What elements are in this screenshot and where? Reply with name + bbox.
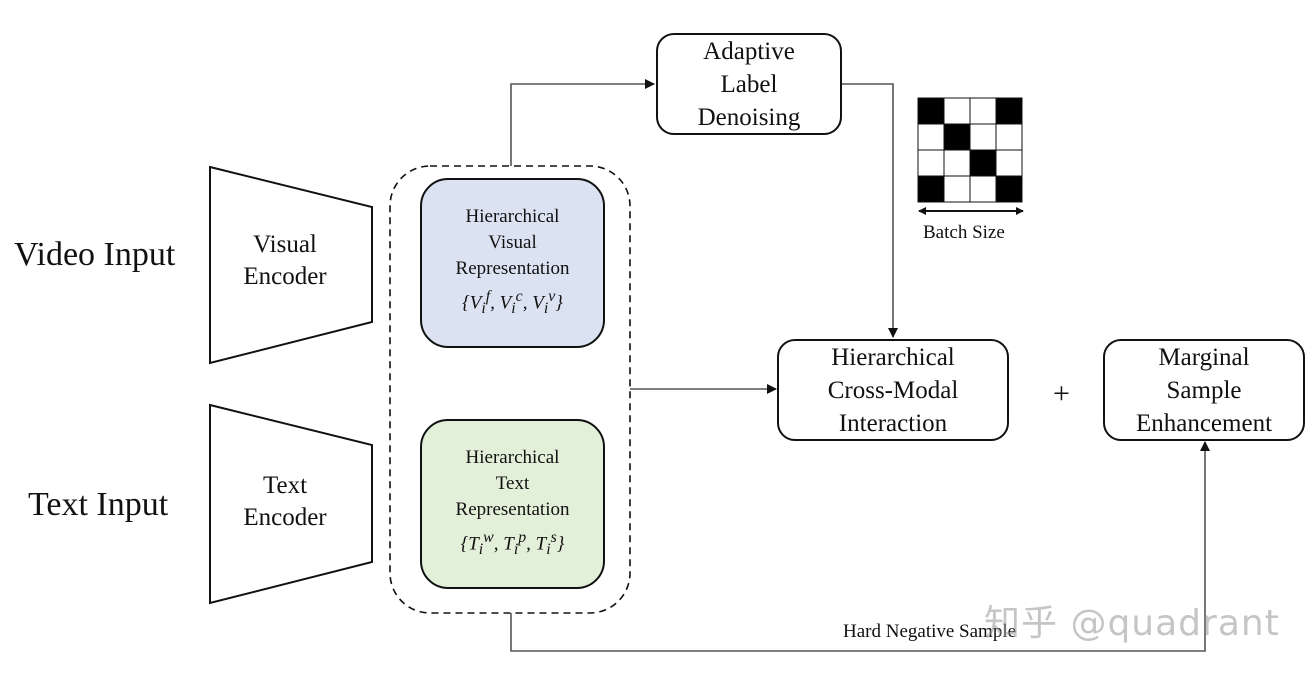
batch-size-label: Batch Size [923, 222, 1005, 243]
visual-encoder-shape [209, 165, 373, 365]
text-encoder-line-2: Encoder [243, 504, 327, 531]
batch-matrix [917, 97, 1023, 203]
visual-encoder-line-1: Visual [253, 231, 317, 258]
visual-encoder-line-2: Encoder [243, 263, 327, 290]
denoising-line-3: Denoising [697, 103, 801, 131]
plus-sign: + [1053, 377, 1070, 410]
matrix-cell [943, 175, 971, 203]
video-input-label: Video Input [14, 236, 176, 273]
enhancement-line-1: Marginal [1158, 343, 1250, 371]
matrix-cell [969, 175, 997, 203]
matrix-cell [969, 123, 997, 151]
matrix-cell [995, 97, 1023, 125]
text-rep-line-3: Representation [455, 498, 570, 520]
visual-rep-line-3: Representation [455, 257, 570, 279]
matrix-cell [995, 149, 1023, 177]
visual-representation-box: Hierarchical Visual Representation {Vif,… [420, 178, 605, 348]
matrix-cell [943, 97, 971, 125]
visual-rep-formula: {Vif, Vic, Viv} [462, 287, 563, 318]
matrix-cell [943, 123, 971, 151]
text-encoder-shape [209, 403, 373, 605]
text-rep-line-1: Hierarchical [465, 446, 560, 468]
marginal-sample-enhancement-box: Marginal Sample Enhancement [1103, 339, 1305, 441]
interaction-line-1: Hierarchical [831, 343, 955, 371]
text-encoder-label: Text Encoder [210, 470, 360, 534]
matrix-cell [995, 123, 1023, 151]
edge-denoising-to-interaction [842, 83, 898, 338]
text-rep-formula: {Tiw, Tip, Tis} [460, 528, 565, 559]
matrix-cell [917, 175, 945, 203]
edge-hard-negative [510, 441, 1210, 652]
text-rep-line-2: Text [495, 472, 530, 494]
text-input-label: Text Input [28, 486, 169, 523]
visual-rep-line-1: Hierarchical [465, 205, 560, 227]
edge-to-denoising [510, 79, 655, 166]
matrix-cell [917, 123, 945, 151]
matrix-cell [917, 149, 945, 177]
enhancement-line-3: Enhancement [1135, 409, 1273, 437]
text-representation-box: Hierarchical Text Representation {Tiw, T… [420, 419, 605, 589]
hard-negative-label: Hard Negative Sample [843, 621, 1017, 642]
matrix-cell [969, 97, 997, 125]
matrix-cell [917, 97, 945, 125]
matrix-cell [943, 149, 971, 177]
denoising-line-2: Label [720, 70, 778, 98]
text-encoder-line-1: Text [262, 472, 308, 499]
interaction-line-2: Cross-Modal [827, 376, 959, 404]
enhancement-line-2: Sample [1166, 376, 1242, 404]
matrix-cell [995, 175, 1023, 203]
cross-modal-interaction-box: Hierarchical Cross-Modal Interaction [777, 339, 1009, 441]
representation-group-border [389, 165, 631, 614]
watermark: 知乎 @quadrant [984, 603, 1280, 644]
visual-rep-line-2: Visual [488, 231, 537, 253]
denoising-line-1: Adaptive [703, 37, 795, 65]
matrix-cell [969, 149, 997, 177]
interaction-line-3: Interaction [838, 409, 948, 437]
visual-encoder-label: Visual Encoder [210, 229, 360, 293]
adaptive-label-denoising-box: Adaptive Label Denoising [656, 33, 842, 135]
